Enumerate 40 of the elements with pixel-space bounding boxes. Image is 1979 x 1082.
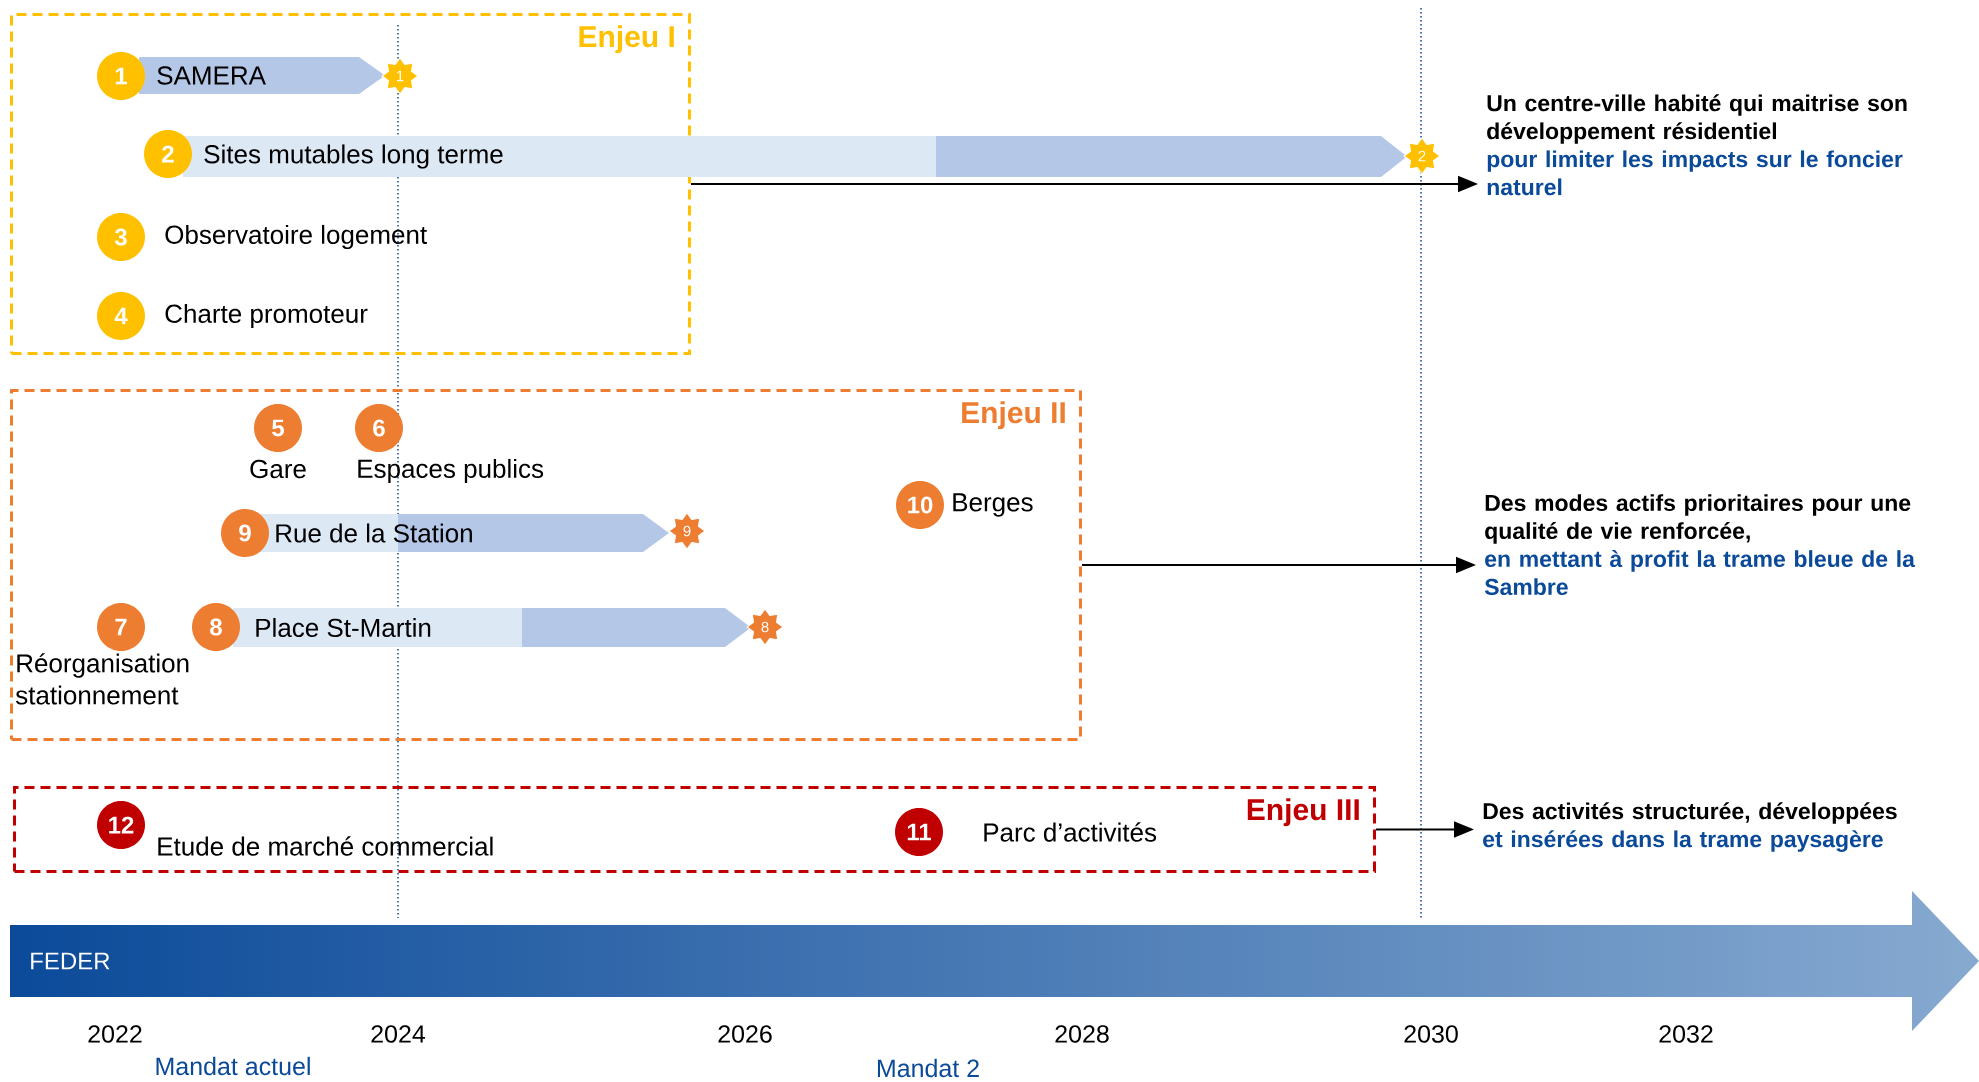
milestone-star: 2 [1403, 137, 1441, 175]
item-label: Observatoire logement [165, 224, 427, 250]
item-label: Etude de marché commercial [158, 836, 493, 856]
outcome-text: Un centre-ville habité qui maitrise son développement résidentiel pour limiter les impacts sur le foncier naturel [1487, 94, 1907, 196]
outcome-text: Des modes actifs prioritaires pour une qualité de vie renforcée, en mettant à profit la trame bleue de la Sambre [1484, 494, 1916, 596]
number-badge: 10 [896, 481, 944, 529]
axis-label: Mandat 2 [877, 1058, 979, 1078]
number-badge: 8 [192, 603, 240, 651]
item-label: Berges [953, 493, 1033, 517]
timeline-bar: Sites mutables long terme [183, 136, 1407, 177]
number-badge: 7 [97, 603, 145, 651]
milestone-star: 1 [381, 57, 419, 95]
number-badge: 6 [355, 404, 403, 452]
item-label: Gare [250, 459, 306, 479]
number-badge: 11 [895, 808, 943, 856]
timeline-bar: Place St-Martin [233, 608, 751, 647]
axis-label: 2024 [371, 1025, 426, 1043]
outcome-text: Des activités structurée, développées et insérées dans la trame paysagère [1483, 802, 1897, 852]
axis-label: 2022 [88, 1025, 142, 1043]
axis-label: 2032 [1659, 1025, 1713, 1043]
number-badge: 1 [97, 52, 145, 100]
axis-label: 2026 [718, 1025, 772, 1043]
axis-label: Mandat actuel [156, 1056, 310, 1076]
number-badge: 4 [97, 292, 145, 340]
number-badge: 3 [97, 213, 145, 261]
number-badge: 2 [144, 130, 192, 178]
timeline-bar: Rue de la Station [259, 514, 669, 552]
item-label: Charte promoteur [165, 303, 368, 329]
number-badge: 9 [221, 509, 269, 557]
number-badge: 5 [254, 404, 302, 452]
timeline-bar: SAMERA [139, 57, 385, 94]
item-label: Espaces publics [358, 458, 544, 484]
axis-label: 2028 [1055, 1025, 1109, 1043]
number-badge: 12 [97, 801, 145, 849]
timeline-arrow: FEDER [31, 952, 110, 970]
milestone-star: 9 [668, 512, 706, 550]
item-label: Réorganisation stationnement [15, 653, 189, 705]
axis-label: 2030 [1404, 1025, 1458, 1043]
milestone-star: 8 [746, 608, 784, 646]
item-label: Parc d’activités [984, 822, 1157, 842]
